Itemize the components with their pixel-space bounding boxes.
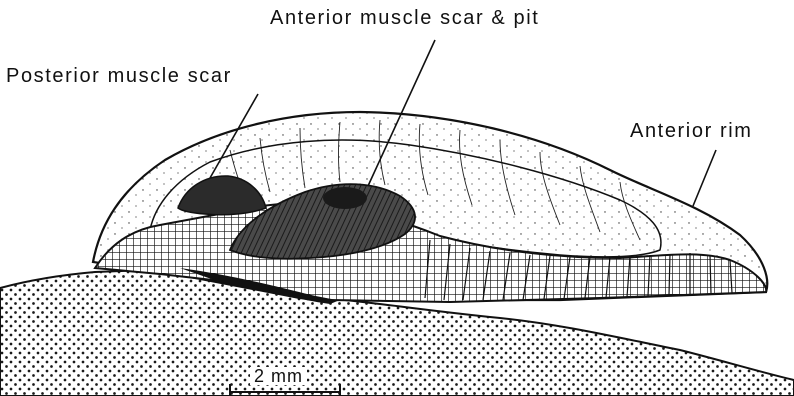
muscle-pit xyxy=(323,187,367,209)
label-posterior-muscle-scar: Posterior muscle scar xyxy=(6,66,232,86)
label-anterior-muscle-scar-pit: Anterior muscle scar & pit xyxy=(270,8,539,28)
label-anterior-rim: Anterior rim xyxy=(630,121,753,141)
scale-label: 2 mm xyxy=(250,367,307,385)
